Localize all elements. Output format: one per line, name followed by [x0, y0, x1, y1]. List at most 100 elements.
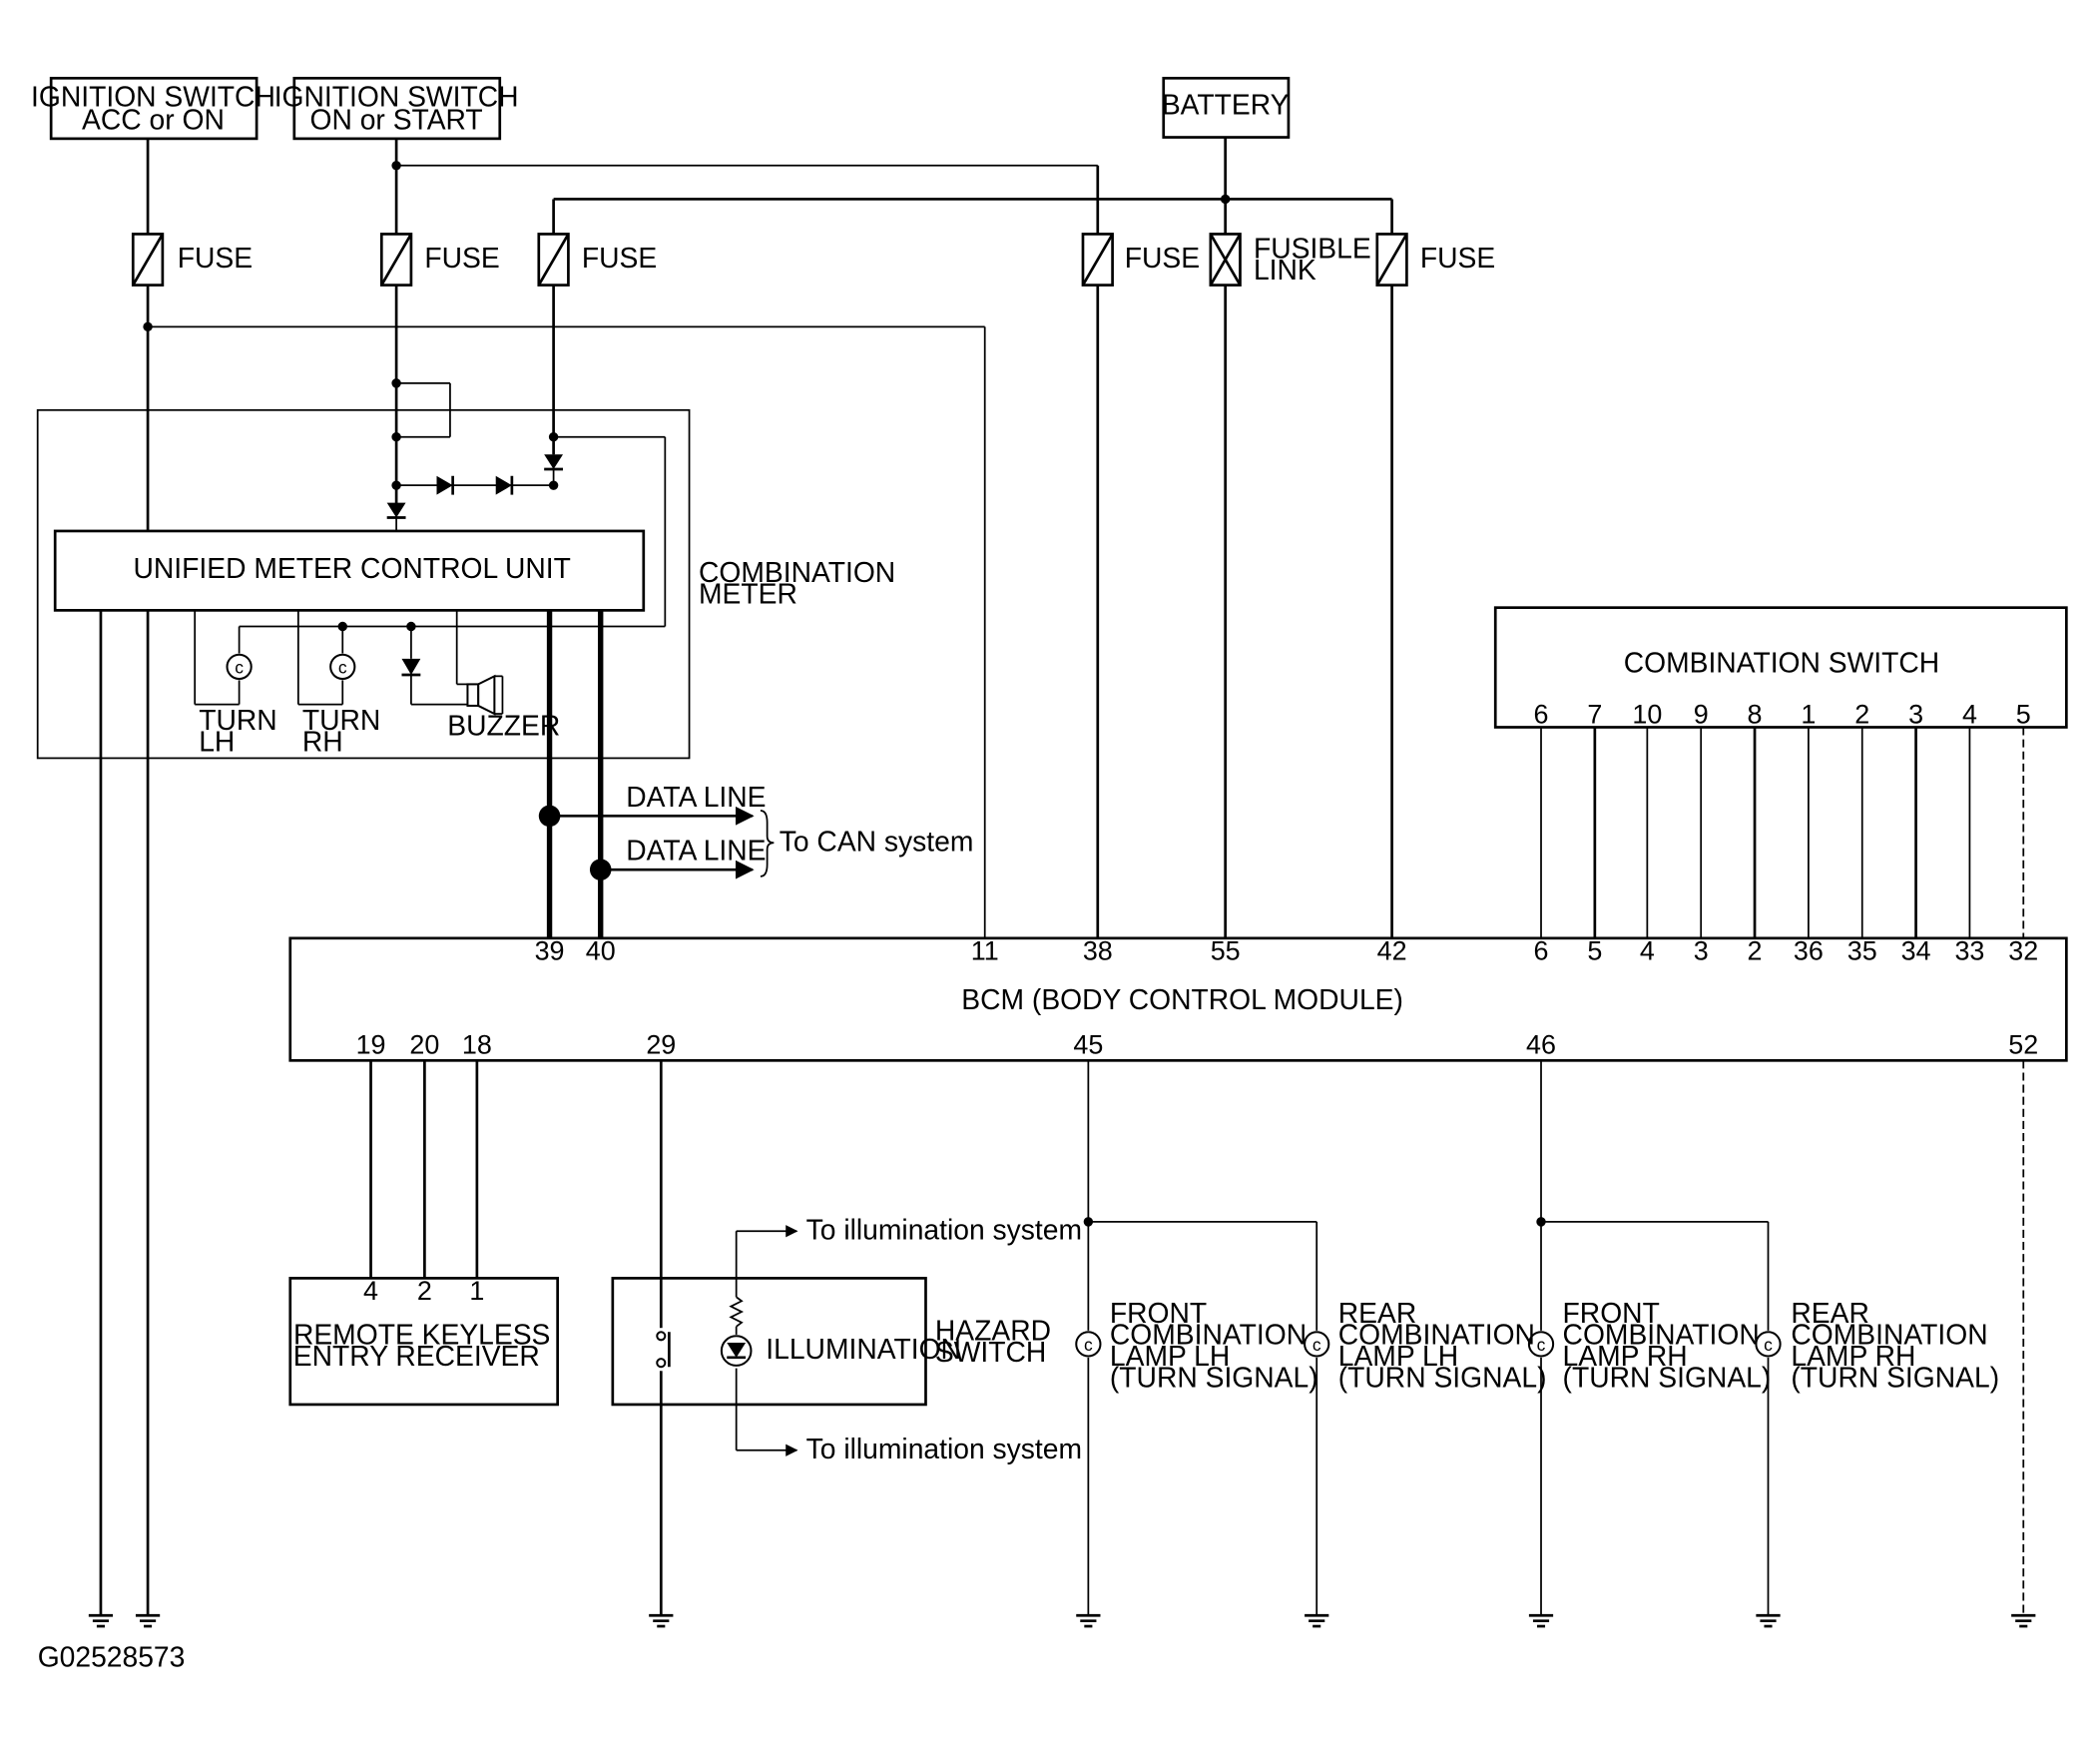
- bcm-pin-label: 6: [1534, 935, 1549, 965]
- switch-pin-label: 5: [2016, 699, 2031, 729]
- bcm-pin-label: 34: [1901, 935, 1931, 965]
- svg-text:LAMP RH: LAMP RH: [1791, 1340, 1915, 1372]
- svg-text:c: c: [1537, 1335, 1546, 1355]
- svg-text:1: 1: [469, 1276, 484, 1306]
- svg-text:LH: LH: [199, 726, 235, 758]
- svg-text:c: c: [1764, 1335, 1773, 1355]
- svg-text:ACC or ON: ACC or ON: [82, 103, 225, 135]
- diode-icon: [544, 454, 564, 471]
- bcm-pin-label: 32: [2008, 935, 2038, 965]
- fuse-ign-on: FUSE: [379, 233, 500, 287]
- bcm-pin-label: 19: [356, 1030, 386, 1060]
- front-combination-lamp-lh-label: FRONT COMBINATION LAMP LH (TURN SIGNAL): [1110, 1297, 1318, 1394]
- svg-text:(TURN SIGNAL): (TURN SIGNAL): [1110, 1361, 1318, 1393]
- svg-text:REAR: REAR: [1791, 1297, 1869, 1329]
- fuse-acc: FUSE: [131, 233, 253, 287]
- switch-pin-label: 3: [1908, 699, 1923, 729]
- svg-text:LAMP RH: LAMP RH: [1563, 1340, 1688, 1372]
- fuse-bcm-38: FUSE: [1081, 233, 1200, 287]
- svg-text:c: c: [235, 658, 244, 678]
- bcm-pin-label: 40: [586, 935, 616, 965]
- resistor-icon: [729, 1296, 745, 1335]
- switch-pin-label: 1: [1801, 699, 1816, 729]
- figure-code: G02528573: [38, 1640, 186, 1672]
- illumination-label: ILLUMINATION: [766, 1333, 961, 1365]
- data-line-label: DATA LINE: [626, 781, 766, 813]
- svg-text:SWITCH: SWITCH: [935, 1336, 1046, 1368]
- svg-text:BCM (BODY CONTROL MODULE): BCM (BODY CONTROL MODULE): [961, 983, 1403, 1015]
- fusible-link: FUSIBLE LINK: [1209, 233, 1371, 287]
- illumination-wiring: [735, 1225, 798, 1456]
- ground-icon: [1305, 1613, 1329, 1628]
- svg-text:COMBINATION SWITCH: COMBINATION SWITCH: [1624, 646, 1939, 678]
- to-illumination-bottom-label: To illumination system: [806, 1433, 1082, 1464]
- rear-lamp-lh-icon: c: [1304, 1331, 1330, 1358]
- bcm-pin-label: 35: [1847, 935, 1877, 965]
- svg-text:FRONT: FRONT: [1563, 1297, 1660, 1329]
- buzzer-label: BUZZER: [447, 710, 560, 742]
- data-line-label: DATA LINE: [626, 835, 766, 867]
- bcm-pin-label: 33: [1954, 935, 1984, 965]
- combination-switch-pins: 6 7 10 9 8 1 2 3 4 5: [1534, 699, 2031, 729]
- svg-text:METER: METER: [699, 578, 797, 610]
- bcm-pin-label: 55: [1211, 935, 1241, 965]
- switch-pin-label: 4: [1962, 699, 1977, 729]
- diode-icon: [436, 475, 454, 495]
- can-data-lines: [538, 610, 775, 938]
- svg-text:(TURN SIGNAL): (TURN SIGNAL): [1563, 1361, 1772, 1393]
- svg-text:REAR: REAR: [1338, 1297, 1416, 1329]
- to-can-system-label: To CAN system: [780, 825, 974, 857]
- svg-text:FUSE: FUSE: [1420, 242, 1495, 274]
- rh-lamp-wiring: [1540, 1060, 1770, 1616]
- svg-text:HAZARD: HAZARD: [935, 1314, 1051, 1346]
- svg-text:c: c: [1084, 1335, 1093, 1355]
- supply-wires: [146, 137, 1393, 1616]
- turn-lh-label: TURN LH: [199, 704, 276, 758]
- ground-icon: [1528, 1613, 1554, 1628]
- bcm-pin-label: 46: [1526, 1030, 1556, 1060]
- svg-text:COMBINATION: COMBINATION: [699, 556, 895, 588]
- bcm-pin-label: 36: [1794, 935, 1824, 965]
- svg-text:2: 2: [417, 1276, 432, 1306]
- switch-pin-label: 9: [1694, 699, 1709, 729]
- svg-text:IGNITION SWITCH: IGNITION SWITCH: [31, 81, 275, 113]
- rear-combination-lamp-rh-label: REAR COMBINATION LAMP RH (TURN SIGNAL): [1791, 1297, 1999, 1394]
- bcm-pin-label: 45: [1073, 1030, 1103, 1060]
- remote-keyless-entry-receiver: 4 2 1 REMOTE KEYLESS ENTRY RECEIVER: [288, 1276, 559, 1407]
- svg-text:(TURN SIGNAL): (TURN SIGNAL): [1338, 1361, 1547, 1393]
- svg-text:TURN: TURN: [302, 704, 380, 736]
- bcm-module: BCM (BODY CONTROL MODULE): [288, 936, 2068, 1062]
- rear-lamp-rh-icon: c: [1755, 1331, 1782, 1358]
- bcm-pin-label: 39: [535, 935, 565, 965]
- svg-text:IGNITION SWITCH: IGNITION SWITCH: [274, 81, 519, 113]
- bcm-pin-label: 29: [646, 1030, 676, 1060]
- bcm-top-pins: 39 40 11 38 55 42 6 5 4 3 2 36 35 34 33 …: [535, 935, 2039, 965]
- svg-text:BATTERY: BATTERY: [1162, 89, 1290, 121]
- keyless-wires: [369, 1060, 479, 1279]
- switch-pin-label: 10: [1632, 699, 1662, 729]
- switch-pin-label: 7: [1587, 699, 1602, 729]
- bcm-pin-label: 2: [1748, 935, 1763, 965]
- bcm-pin-label: 38: [1083, 935, 1113, 965]
- svg-text:FUSE: FUSE: [178, 242, 253, 274]
- diode-icon: [386, 502, 406, 519]
- hazard-contact-icon: [654, 1328, 671, 1372]
- svg-text:FRONT: FRONT: [1110, 1297, 1207, 1329]
- svg-text:COMBINATION: COMBINATION: [1791, 1318, 1987, 1350]
- bcm-pin-label: 3: [1694, 935, 1709, 965]
- front-lamp-lh-icon: c: [1075, 1331, 1102, 1358]
- bcm-pin-label: 42: [1377, 935, 1407, 965]
- buzzer-icon: [466, 674, 504, 716]
- svg-text:LAMP LH: LAMP LH: [1110, 1340, 1230, 1372]
- svg-text:ON or START: ON or START: [310, 103, 483, 135]
- bcm-pin-label: 18: [462, 1030, 492, 1060]
- switch-pin-label: 6: [1534, 699, 1549, 729]
- svg-text:COMBINATION: COMBINATION: [1338, 1318, 1535, 1350]
- fuse-bcm-42: FUSE: [1375, 233, 1495, 287]
- front-combination-lamp-rh-label: FRONT COMBINATION LAMP RH (TURN SIGNAL): [1563, 1297, 1772, 1394]
- svg-text:COMBINATION: COMBINATION: [1110, 1318, 1307, 1350]
- svg-text:TURN: TURN: [199, 704, 276, 736]
- svg-text:FUSE: FUSE: [424, 242, 499, 274]
- front-lamp-rh-icon: c: [1527, 1331, 1555, 1358]
